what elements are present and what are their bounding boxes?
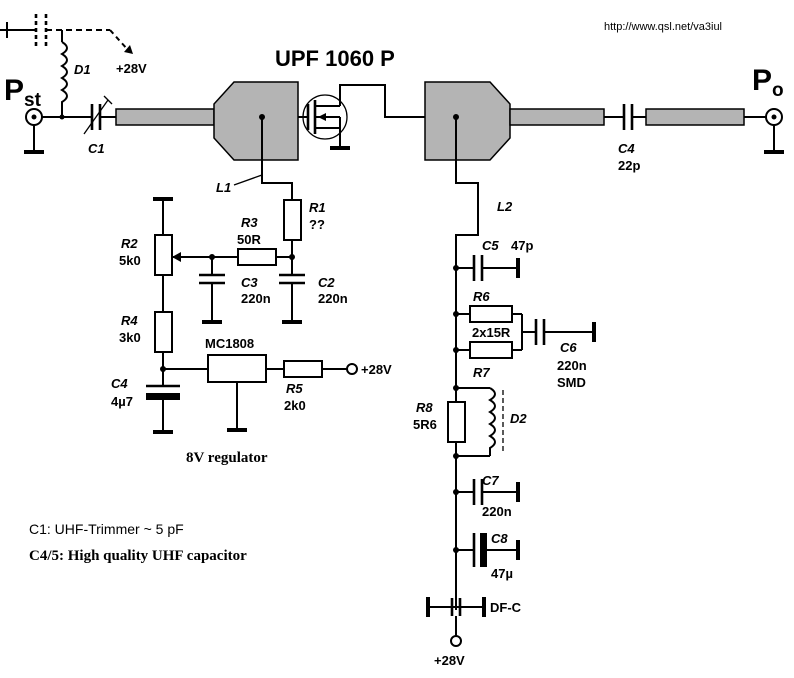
note-1: C1: UHF-Trimmer ~ 5 pF	[29, 521, 184, 537]
r7-resistor	[469, 341, 513, 359]
l2-trace	[455, 117, 479, 200]
c6-capacitor	[534, 319, 596, 345]
r1-resistor	[283, 199, 302, 241]
r3-value: 50R	[237, 232, 261, 247]
l2-label: L2	[497, 199, 513, 214]
input-port-label: Pst	[4, 74, 42, 111]
r5-value: 2k0	[284, 398, 306, 413]
c2-capacitor	[279, 257, 305, 324]
r3-name: R3	[241, 215, 258, 230]
output-matching-pad	[424, 81, 511, 161]
output-port	[764, 108, 784, 154]
d1-inductor	[60, 41, 68, 117]
input-matching-pad	[213, 81, 299, 161]
r1-name: R1	[309, 200, 326, 215]
c1-label: C1	[88, 141, 105, 156]
c4-out-value: 22p	[618, 158, 640, 173]
top-bias-feed	[0, 14, 133, 54]
c3-capacitor	[199, 257, 225, 324]
reg-supply-terminal	[346, 363, 358, 375]
r2-name: R2	[121, 236, 138, 251]
r8-resistor	[447, 401, 466, 443]
c2-name: C2	[318, 275, 335, 290]
input-line	[115, 108, 215, 126]
c1-trimmer	[83, 95, 113, 135]
reg-supply-label: +28V	[361, 362, 392, 377]
r4-value: 3k0	[119, 330, 141, 345]
df-c-feedthrough	[426, 597, 486, 617]
c4-electrolytic	[146, 384, 180, 434]
bottom-supply-terminal	[450, 635, 462, 647]
output-line-1	[509, 108, 605, 126]
note-2: C4/5: High quality UHF capacitor	[29, 548, 247, 564]
c4-output-capacitor	[622, 104, 634, 130]
c7-capacitor	[453, 479, 520, 505]
c5-value: 47p	[511, 238, 533, 253]
top-supply-label: +28V	[116, 61, 147, 76]
c4-out-name: C4	[618, 141, 635, 156]
c6-name: C6	[560, 340, 577, 355]
c8-value: 47µ	[491, 566, 513, 581]
r8-name: R8	[416, 400, 433, 415]
c4b-value: 4µ7	[111, 394, 133, 409]
url-text: http://www.qsl.net/va3iul	[604, 21, 722, 33]
c7-name: C7	[482, 473, 499, 488]
d1-label: D1	[74, 62, 91, 77]
output-port-label: Po	[752, 64, 784, 101]
r6-value: 2x15R	[472, 325, 511, 340]
r6-name: R6	[473, 289, 490, 304]
r2-value: 5k0	[119, 253, 141, 268]
r4-name: R4	[121, 313, 138, 328]
r8-value: 5R6	[413, 417, 437, 432]
l1-label: L1	[216, 180, 231, 195]
r2-potentiometer	[154, 234, 173, 276]
c5-name: C5	[482, 238, 499, 253]
reg-name: MC1808	[205, 336, 254, 351]
r1-value: ??	[309, 217, 325, 232]
input-port	[24, 108, 44, 154]
bottom-supply-label: +28V	[434, 653, 465, 668]
c2-value: 220n	[318, 291, 348, 306]
c6-value: 220n	[557, 358, 587, 373]
r5-resistor	[283, 360, 323, 378]
l1-trace	[261, 117, 293, 200]
dfc-label: DF-C	[490, 600, 522, 615]
r4-resistor	[154, 311, 173, 353]
c8-electrolytic	[453, 533, 520, 567]
transistor	[298, 90, 350, 150]
c3-name: C3	[241, 275, 258, 290]
reg-caption: 8V regulator	[186, 450, 268, 466]
output-line-2	[645, 108, 745, 126]
c5-capacitor	[453, 255, 520, 281]
c8-name: C8	[491, 531, 508, 546]
c6-type: SMD	[557, 375, 586, 390]
c4b-name: C4	[111, 376, 128, 391]
c7-value: 220n	[482, 504, 512, 519]
d2-inductor	[488, 387, 496, 456]
r5-name: R5	[286, 381, 303, 396]
c3-value: 220n	[241, 291, 271, 306]
r3-resistor	[237, 248, 277, 266]
title: UPF 1060 P	[275, 46, 395, 71]
r6-resistor	[469, 305, 513, 323]
mc1808-regulator	[207, 354, 267, 383]
r7-name: R7	[473, 365, 490, 380]
d2-label: D2	[510, 411, 527, 426]
